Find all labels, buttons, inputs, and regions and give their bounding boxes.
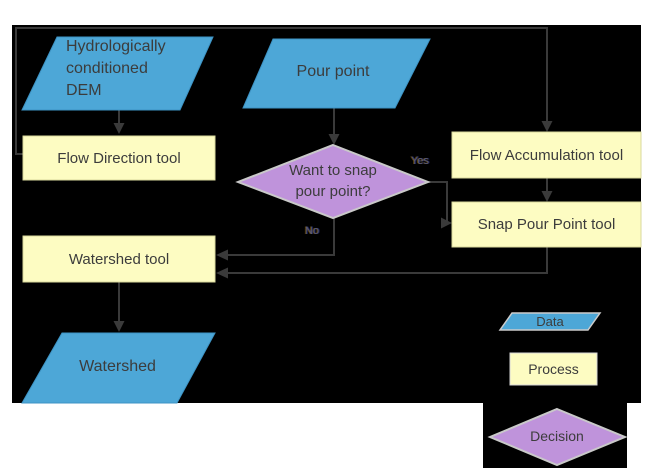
edge-snap-pour-point-to-watershed-tool (228, 247, 548, 274)
arrowhead-into-decision (328, 134, 340, 145)
no-edge-label: No (305, 225, 320, 237)
legend-decision-diamond (487, 407, 628, 467)
dem-parallelogram (21, 36, 214, 111)
watershed-label: Watershed (79, 358, 156, 375)
arrowhead-into-watershed (113, 321, 125, 332)
legend-process-label: Process (528, 361, 579, 377)
edge-decision-no-to-watershed-tool (228, 218, 335, 256)
decision-diamond (235, 143, 431, 220)
flow-accumulation-box (451, 131, 642, 179)
arrowhead-dem-to-flow-direction (113, 123, 125, 134)
arrowhead-into-snap-pour-point (541, 191, 553, 202)
snap-pour-point-box (451, 201, 642, 248)
flow-accumulation-label: Flow Accumulation tool (469, 146, 624, 164)
legend-decision-label: Decision (530, 428, 584, 444)
arrowhead-no-into-watershed-tool (216, 249, 228, 261)
arrowhead-yes-into-snap-pour-point (441, 217, 452, 229)
pour-point-parallelogram (242, 38, 431, 109)
snap-pour-point-label: Snap Pour Point tool (477, 216, 616, 233)
flow-direction-label: Flow Direction tool (57, 149, 181, 167)
legend-data-parallelogram (498, 312, 602, 331)
dem-label: Hydrologically conditioned DEM (66, 38, 166, 99)
yes-edge-label: Yes (411, 155, 429, 167)
arrowhead-into-flow-accumulation (541, 121, 553, 132)
arrowhead-snap-into-watershed-tool (216, 267, 228, 279)
flow-direction-box (22, 135, 216, 181)
pour-point-label: Pour point (296, 63, 370, 80)
legend-data-label: Data (536, 314, 564, 329)
watershed-tool-label: Watershed tool (68, 250, 170, 268)
watershed-parallelogram (21, 332, 216, 404)
edge-flow-direction-to-flow-accumulation (15, 27, 548, 155)
watershed-tool-box (22, 235, 216, 283)
decision-label: Want to snap pour point? (289, 162, 377, 200)
legend-process-box (509, 352, 598, 386)
edge-decision-yes-to-snap-pour-point (428, 181, 448, 224)
